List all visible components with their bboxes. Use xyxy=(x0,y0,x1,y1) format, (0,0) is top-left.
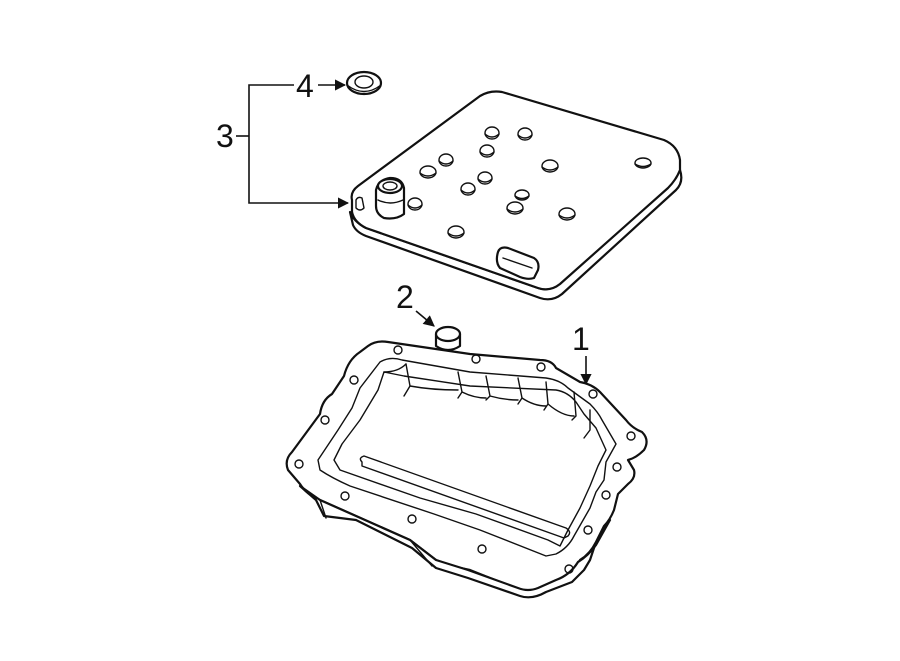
callout-1[interactable]: 1 xyxy=(572,321,590,357)
pan-ribs xyxy=(383,363,591,439)
callout-3[interactable]: 3 xyxy=(216,118,234,154)
filter-dimples xyxy=(407,126,652,239)
leader-2 xyxy=(415,310,435,327)
oil-pan-part[interactable] xyxy=(285,340,648,599)
filter-outlet-neck xyxy=(374,176,406,220)
pan-bolt-holes xyxy=(294,345,636,574)
callout-4[interactable]: 4 xyxy=(296,68,314,104)
callout-2[interactable]: 2 xyxy=(396,279,414,315)
filter-plate-top xyxy=(350,90,682,291)
pan-floor-groove xyxy=(359,455,571,539)
seal-part[interactable] xyxy=(345,70,383,96)
plug-part[interactable] xyxy=(434,325,462,352)
bracket-3 xyxy=(248,84,350,209)
pan-inner-rim xyxy=(317,357,617,557)
filter-side-slot xyxy=(355,196,365,211)
callout-leaders xyxy=(236,79,592,386)
filter-part[interactable] xyxy=(348,90,683,301)
pan-body xyxy=(298,484,612,599)
